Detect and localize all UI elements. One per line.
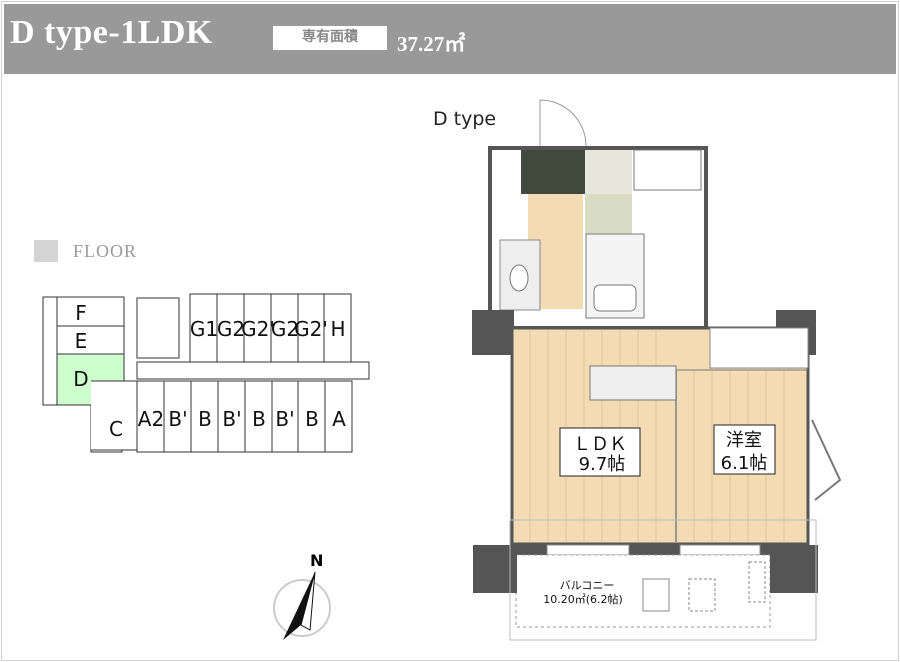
floor-legend-swatch <box>34 240 58 262</box>
unit-label: G1 <box>190 317 218 341</box>
unit-label: A <box>332 407 346 431</box>
floor-label: FLOOR <box>73 241 138 261</box>
unit-label: H <box>330 317 345 341</box>
unit-label: B' <box>275 407 294 431</box>
room-size: 6.1帖 <box>721 453 768 474</box>
balcony-name: バルコニー <box>560 579 615 592</box>
unit-label: B' <box>168 407 187 431</box>
unit-label: B <box>252 407 266 431</box>
ldk-name: ＬＤＫ <box>573 434 627 455</box>
unit-label: B <box>198 407 212 431</box>
room-name: 洋室 <box>726 430 762 451</box>
unit-label: E <box>75 329 88 353</box>
floor-plan <box>472 99 842 641</box>
page-title: D type-1LDK <box>10 14 213 51</box>
unit-label: B <box>305 407 319 431</box>
header-bar <box>4 4 896 74</box>
unit-label: G2' <box>241 317 275 341</box>
area-label: 専有面積 <box>273 26 387 50</box>
unit-label: G2 <box>217 317 245 341</box>
area-value: 37.27㎡ <box>397 32 466 56</box>
unit-label: C <box>109 417 123 441</box>
balcony-size: 10.20㎡(6.2帖) <box>543 593 623 606</box>
compass-icon <box>273 571 331 640</box>
unit-label: G2' <box>294 317 328 341</box>
unit-label: F <box>75 301 87 325</box>
unit-label: D <box>73 367 88 391</box>
key-plan <box>42 293 370 453</box>
unit-label: B' <box>222 407 241 431</box>
plan-type-label: D type <box>433 108 496 130</box>
unit-label: G2 <box>271 317 299 341</box>
ldk-size: 9.7帖 <box>579 454 626 475</box>
unit-label: A2 <box>138 407 164 431</box>
compass-north-label: N <box>310 551 323 570</box>
